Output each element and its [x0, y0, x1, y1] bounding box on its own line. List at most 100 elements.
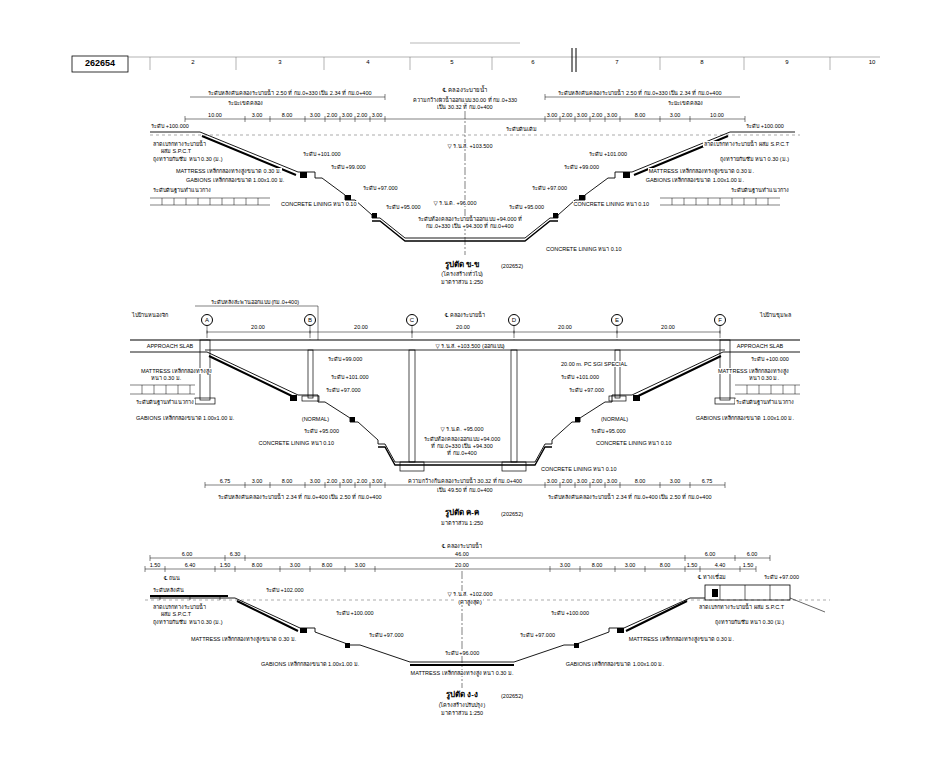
drawing-label: ถุงทรายกันซึม หนา 0.30 (ม.) [714, 619, 785, 625]
drawing-label: MATTRESS เหล็กกล่องทรงสูง [140, 368, 213, 374]
drawing-label: CONCRETE LINING หนา 0.10 [545, 246, 623, 252]
drawing-label: 6.75 [219, 478, 232, 484]
drawing-label: 3.00 [546, 478, 559, 484]
drawing-label: รูปตัด ข-ข [444, 260, 480, 269]
drawing-label: ระดับดินฐานทำแนวกาง [135, 399, 195, 405]
drawing-label: ถุงทรายกันซึม หนา 0.30 (ม.) [719, 156, 790, 162]
drawing-label: 2.00 [356, 478, 369, 484]
drawing-label: 20.00 [353, 324, 369, 330]
drawing-label: MATTRESS เหล็กกล่องทรงสูงขนาด 0.30 ม. [190, 636, 297, 642]
drawing-label: APPROACH SLAB [736, 343, 784, 349]
drawing-label: ระดับ +100.000 [745, 123, 785, 129]
drawing-label: APPROACH SLAB [146, 343, 194, 349]
drawing-label: มาตราส่วน 1:250 [440, 520, 484, 526]
drawing-label: ระดับ +99.000 [330, 164, 367, 170]
drawing-label: MATTRESS เหล็กกล่องทรงสูงขนาด 0.30 ม. [175, 168, 282, 174]
grid-letter: A [205, 317, 209, 323]
drawing-label: ระดับ +95.000 [590, 428, 627, 434]
drawing-label: ระดับหลังคัน [152, 587, 185, 593]
drawing-label: 5 [449, 59, 454, 66]
drawing-label: ระดับ +96.000 [444, 650, 481, 656]
drawing-label: ระดับหลังคันคลองระบายน้ำ 2.50 ที่ กม.0+3… [207, 90, 372, 96]
drawing-label: ℄ คลองระบายน้ำ [444, 312, 486, 318]
drawing-label: ผสม S.P.C.T [160, 148, 192, 154]
drawing-label: ลาดเบรกทางระบายน้ำ [152, 604, 207, 610]
drawing-label: 8.00 [634, 112, 647, 118]
drawing-label: MATTRESS เหล็กกล่องทรงสูงขนาด 0.30 ม. [628, 636, 735, 642]
grid-letter: C [410, 317, 414, 323]
drawing-label: 3.00 [606, 112, 619, 118]
drawing-label: ระดับดินฐานทำแนวกาง [152, 187, 212, 193]
drawing-label: GABIONS เหล็กกล่องขนาด 1.00x1.00 ม. [695, 415, 795, 421]
drawing-label: 3.00 [309, 478, 322, 484]
drawing-label: ระยะเขตคลอง [667, 100, 704, 106]
drawing-label: กม.0+330 เป็น +94.300 ที่ กม.0+400 [425, 223, 514, 229]
drawing-label: 4.40 [714, 562, 727, 568]
drawing-label: 8 [699, 59, 704, 66]
drawing-label: 3.00 [354, 562, 367, 568]
drawing-label: 8.00 [321, 562, 334, 568]
drawing-label: 2.00 [356, 112, 369, 118]
drawing-label: 8.00 [659, 562, 672, 568]
drawing-label: 3.00 [371, 112, 384, 118]
drawing-label: ไปบ้านชุมพล [759, 312, 792, 318]
drawing-label: 2.00 [326, 112, 339, 118]
drawing-label: รูปตัด ค-ค [444, 508, 480, 517]
drawing-label: ▽ ร.น.ส. +103.500 [447, 143, 494, 149]
drawing-label: ระยะเขตคลอง [227, 100, 264, 106]
drawing-label: ที่ กม.0+400 [446, 450, 478, 456]
drawing-label: 20.00 [557, 324, 573, 330]
drawing-label: ระดับ +101.000 [588, 151, 628, 157]
drawing-label: 10 [868, 59, 877, 66]
grid-letter: B [308, 317, 312, 323]
drawing-label: ถุงทรายกันซึม หนา 0.30 (ม.) [152, 619, 223, 625]
drawing-label: ระดับ +99.000 [327, 356, 364, 362]
drawing-label: 6 [530, 59, 535, 66]
drawing-label: CONCRETE LINING หนา 0.10 [280, 201, 358, 207]
drawing-label: CONCRETE LINING หนา 0.10 [573, 201, 651, 207]
drawing-label: ความกว้างก้นคลองระบายน้ำ 30.32 ที่ กม.0+… [407, 478, 523, 484]
grid-bubble: C [406, 314, 418, 326]
drawing-label: ระดับหลังคันคลองระบายน้ำ 2.34 ที่ กม.0+4… [547, 494, 712, 500]
drawing-label: 9 [784, 59, 789, 66]
drawing-label: 7 [614, 59, 619, 66]
drawing-label: ความกว้างผิวน้ำออกแบบ 30.00 ที่ กม.0+330 [412, 97, 518, 103]
drawing-label: 3.00 [341, 478, 354, 484]
drawing-label: 2.00 [561, 112, 574, 118]
drawing-label: ลาดเบรกทางระบายน้ำ ผสม S.P.C.T [703, 141, 790, 147]
drawing-label: 3.00 [669, 112, 682, 118]
drawing-label: ▽ ร.น.ต. +96.000 [433, 200, 478, 206]
drawing-label: 20.00 [660, 324, 676, 330]
drawing-label: 3.00 [669, 478, 682, 484]
drawing-label: ระดับท้องคลองออกแบบ +94.000 [423, 436, 502, 442]
drawing-label: 1.50 [219, 562, 232, 568]
drawing-label: ℄ คลองระบายน้ำ [442, 87, 489, 94]
drawing-label: (NORMAL) [301, 416, 330, 422]
drawing-label: 20.00 [455, 324, 471, 330]
drawing-label: CONCRETE LINING หนา 0.10 [595, 440, 673, 446]
drawing-label: ระดับท้องคลองระบายน้ำออกแบบ +94.000 ที่ [417, 216, 523, 222]
grid-letter: D [512, 317, 516, 323]
drawing-label: ผสม S.P.C.T [160, 611, 192, 617]
drawing-label: ระดับหลังคันคลองระบายน้ำ 2.50 ที่ กม.0+3… [557, 90, 722, 96]
drawing-label: 8.00 [634, 478, 647, 484]
grid-bubble: E [611, 314, 623, 326]
drawing-label: มาตราส่วน 1:250 [440, 279, 484, 285]
drawing-label: ถุงทรายกันซึม หนา 0.30 (ม.) [152, 156, 223, 162]
drawing-label: 20.00 m. PC SGI SPECIAL [560, 361, 628, 367]
drawing-label: 6.00 [746, 551, 759, 557]
drawing-label: GABIONS เหล็กกล่องขนาด 1.00x1.00 ม. [645, 177, 745, 183]
drawing-label: 46.00 [454, 551, 470, 557]
drawing-label: (202652) [500, 693, 524, 699]
drawing-label: ระดับ +100.000 [550, 610, 590, 616]
drawing-label: ระดับ +101.000 [302, 151, 342, 157]
drawing-label: (202652) [500, 511, 524, 517]
drawing-label: ระดับ +102.000 [265, 587, 305, 593]
drawing-label: ระดับ +100.000 [335, 610, 375, 616]
grid-letter: F [718, 317, 722, 323]
drawing-label: ระดับ +95.000 [303, 428, 340, 434]
drawing-label: ระดับ +97.000 [531, 185, 568, 191]
drawing-label: 6.00 [181, 551, 194, 557]
drawing-label: ระดับ +100.000 [750, 356, 790, 362]
